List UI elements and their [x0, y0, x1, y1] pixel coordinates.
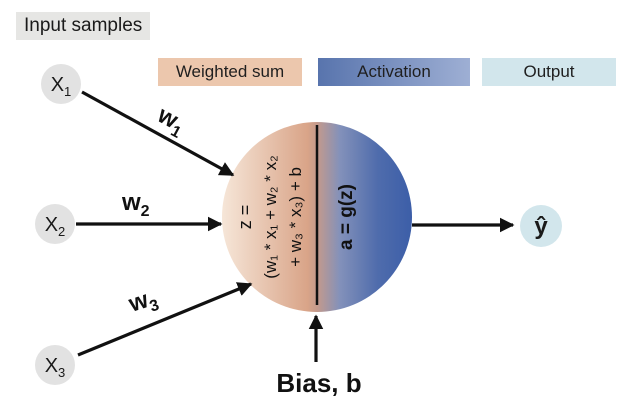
equation-term-2: + w₃ * x₃) + b [286, 167, 305, 267]
input-arrow-1 [81, 90, 235, 177]
activation-band: Activation [318, 58, 470, 86]
input-samples-heading: Input samples [16, 12, 151, 40]
output-symbol: ŷ [534, 213, 548, 240]
input-label-x2: X2 [45, 214, 66, 239]
equation-line-1-group: (w₁ * x₁ + w₂ * x₂ [261, 155, 280, 278]
input-arrow-3 [77, 282, 253, 357]
output-band: Output [482, 58, 616, 86]
bias-label: Bias, b [276, 368, 361, 398]
weighted-sum-equation: z = [235, 205, 255, 230]
equation-line-2-group: + w₃ * x₃) + b [286, 167, 305, 267]
input-node-x1: X1 [41, 64, 81, 104]
weighted-sum-band: Weighted sum [158, 58, 302, 86]
activation-label: Activation [357, 62, 431, 81]
output-label: Output [523, 62, 575, 81]
input-node-x2: X2 [35, 204, 75, 244]
input-label-x1: X1 [51, 74, 72, 99]
input-label-x3: X3 [45, 355, 66, 380]
input-node-x3: X3 [35, 345, 75, 385]
equation-term-1: (w₁ * x₁ + w₂ * x₂ [261, 155, 280, 278]
weight-label-w3: w3 [125, 283, 162, 321]
weight-label-w2: w2 [121, 189, 150, 220]
output-node: ŷ [520, 205, 562, 247]
activation-formula: a = g(z) [336, 184, 357, 250]
weighted-sum-label: Weighted sum [175, 62, 285, 81]
equation-lhs: z = [235, 205, 255, 230]
weight-label-w1: w1 [150, 101, 190, 142]
activation-formula-group: a = g(z) [336, 184, 357, 250]
